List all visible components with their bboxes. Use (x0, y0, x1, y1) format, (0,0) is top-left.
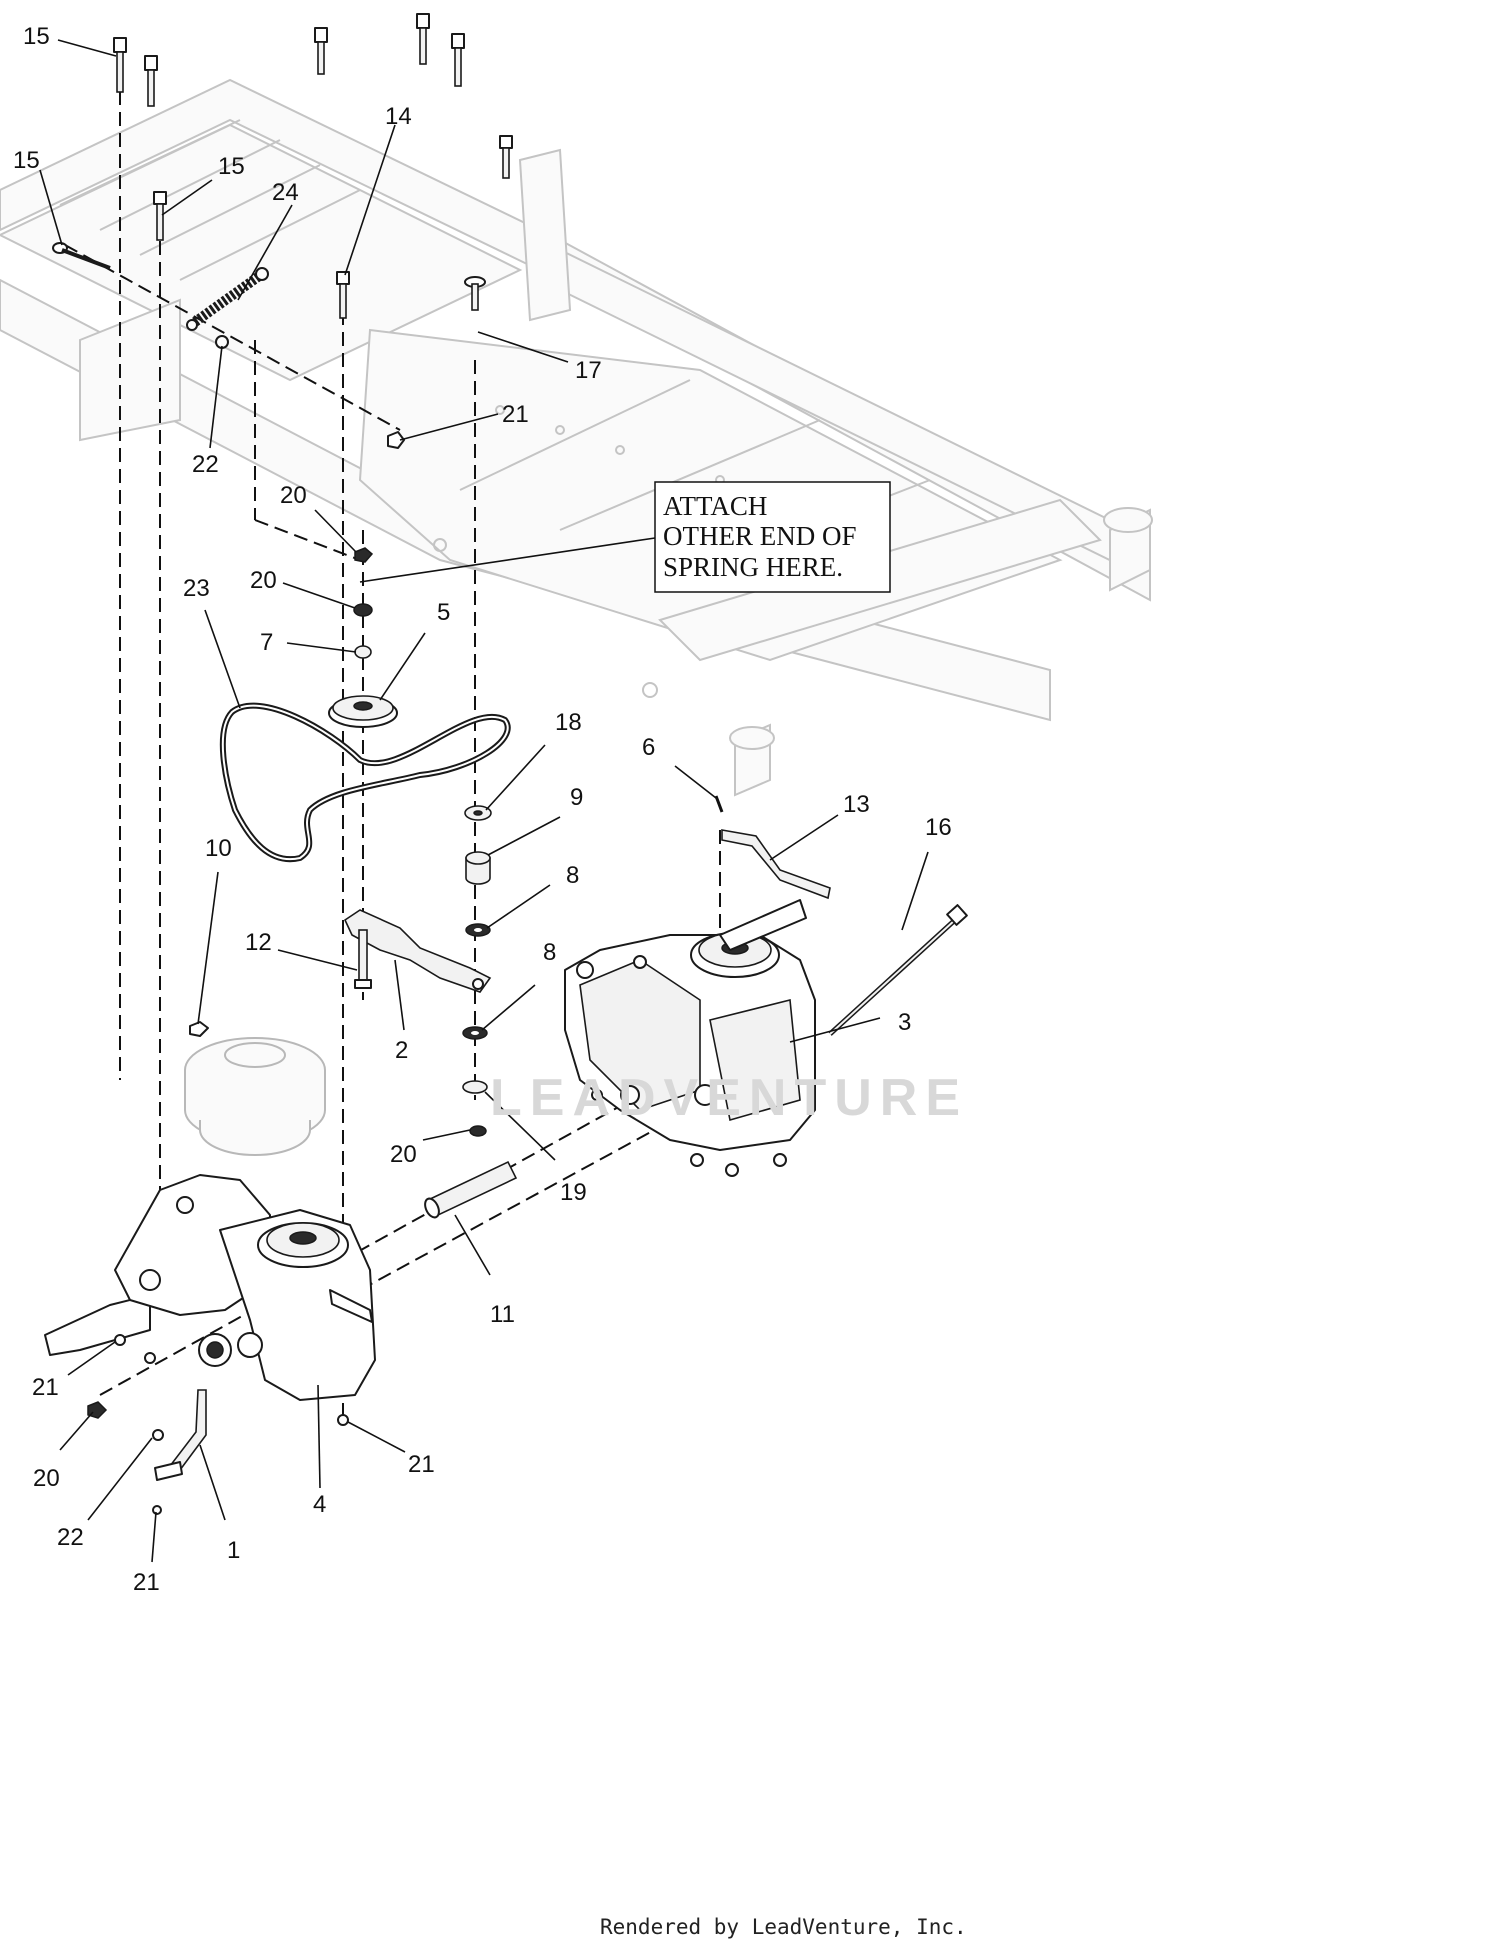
callout-15-a: 15 (23, 23, 50, 50)
callout-18: 18 (555, 709, 582, 736)
callout-22-a: 22 (192, 451, 219, 478)
nut-21-a (387, 431, 405, 449)
transaxle-3-nuts (591, 1089, 787, 1177)
bolt-top-2 (144, 55, 158, 107)
watermark: LEADVENTURE (490, 1069, 968, 1127)
spring-24 (186, 267, 269, 331)
long-bolt-16 (828, 904, 968, 1036)
callout-21-a: 21 (502, 401, 529, 428)
callout-20-d: 20 (33, 1465, 60, 1492)
callout-8-a: 8 (566, 862, 579, 889)
nut-10 (189, 1021, 209, 1037)
control-rod-13 (721, 829, 831, 900)
callout-19: 19 (560, 1179, 587, 1206)
callout-22-b: 22 (57, 1524, 84, 1551)
clutch-ghost (184, 1037, 326, 1156)
callout-11: 11 (490, 1301, 515, 1328)
washer-19 (462, 1080, 488, 1094)
transaxle-4 (44, 1174, 376, 1401)
bolt-top-4 (416, 13, 430, 65)
callout-20-b: 20 (250, 567, 277, 594)
washer-18 (464, 805, 492, 821)
mower-frame (0, 78, 1153, 797)
callout-20-c: 20 (390, 1141, 417, 1168)
callout-6: 6 (642, 734, 655, 761)
callouts: 15 15 15 14 24 22 17 21 20 20 23 7 5 18 … (13, 23, 952, 1596)
callout-23: 23 (183, 575, 210, 602)
callout-21-b: 21 (32, 1374, 59, 1401)
callout-24: 24 (272, 179, 299, 206)
callout-12: 12 (245, 929, 272, 956)
bolt-15-c (52, 242, 111, 270)
bolt-14 (336, 271, 350, 319)
callout-1: 1 (227, 1537, 240, 1564)
washer-20-b (353, 603, 373, 617)
bushing-9 (465, 851, 491, 885)
note-line-3: SPRING HERE. (663, 552, 843, 582)
callout-21-d: 21 (133, 1569, 160, 1596)
callout-15-c: 15 (218, 153, 245, 180)
bolt-12 (354, 929, 372, 989)
callout-16: 16 (925, 814, 952, 841)
callout-17: 17 (575, 357, 602, 384)
nut-20-c (469, 1125, 487, 1137)
callout-4: 4 (313, 1491, 326, 1518)
note-line-2: OTHER END OF (663, 521, 857, 551)
note-line-1: ATTACH (663, 491, 767, 521)
transaxle-3 (564, 899, 816, 1151)
bolt-15-a (113, 37, 127, 93)
nut-20-a (354, 547, 374, 563)
washer-8-a (465, 923, 491, 937)
clip-6 (714, 795, 724, 813)
callout-5: 5 (437, 599, 450, 626)
idler-arm-2 (343, 909, 492, 993)
control-rod-1 (154, 1389, 207, 1481)
spacer-tube-11 (424, 1160, 518, 1219)
callout-7: 7 (260, 629, 273, 656)
callout-3: 3 (898, 1009, 911, 1036)
pin-17 (464, 276, 486, 311)
leader-lines (39, 39, 929, 1563)
bolt-top-5 (451, 33, 465, 87)
callout-2: 2 (395, 1037, 408, 1064)
spacer-7 (354, 645, 372, 659)
callout-10: 10 (205, 835, 232, 862)
washer-8-b (462, 1026, 488, 1040)
callout-13: 13 (843, 791, 870, 818)
callout-21-c: 21 (408, 1451, 435, 1478)
callout-20-a: 20 (280, 482, 307, 509)
callout-8-b: 8 (543, 939, 556, 966)
callout-15-b: 15 (13, 147, 40, 174)
callout-14: 14 (385, 103, 412, 130)
bolt-top-6 (499, 135, 513, 179)
small-nuts-left (87, 1334, 349, 1515)
idler-pulley-5 (328, 695, 398, 728)
bolt-15-b (153, 191, 167, 241)
drive-belt-23 (219, 702, 511, 863)
callout-9: 9 (570, 784, 583, 811)
bolt-top-3 (314, 27, 328, 75)
footer-credit: Rendered by LeadVenture, Inc. (600, 1915, 967, 1939)
note-attach-spring: ATTACH OTHER END OF SPRING HERE. (359, 481, 891, 593)
